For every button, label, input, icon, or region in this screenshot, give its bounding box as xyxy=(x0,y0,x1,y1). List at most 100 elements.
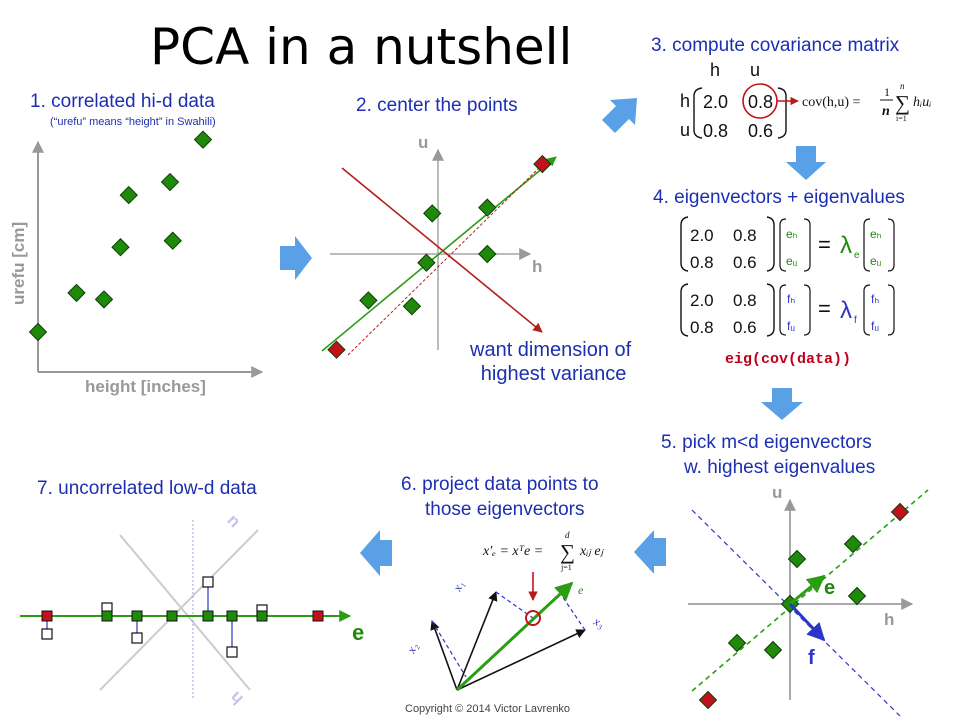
panel1-scatter: height [inches] urefu [cm] xyxy=(9,130,264,396)
p7-proj-point xyxy=(41,610,53,622)
eig-e-equals: = xyxy=(818,232,831,257)
step5-title-line1: 5. pick m<d eigenvectors xyxy=(661,432,872,453)
p5-points xyxy=(698,502,910,710)
eig-e-m11: 0.6 xyxy=(733,253,757,272)
cov-col-h: h xyxy=(710,60,720,80)
step1-title: 1. correlated hi-d data xyxy=(30,91,215,112)
eig-vec-e-u: eᵤ xyxy=(786,254,798,268)
eig-vec-e-h: eₕ xyxy=(786,227,798,241)
p1-data-point xyxy=(193,130,213,149)
p2-data-point xyxy=(417,253,436,272)
slide-title: PCA in a nutshell xyxy=(150,18,573,76)
eig-e-m10: 0.8 xyxy=(690,253,714,272)
proj-drop-x2 xyxy=(431,620,467,678)
p7-orig-point xyxy=(131,632,143,644)
cov-formula: cov(h,u) = 1 n n ∑ i=1 hᵢuᵢ xyxy=(802,81,931,123)
p5-label-f: f xyxy=(808,647,815,669)
proj-formula-sum-bottom: j=1 xyxy=(560,563,572,572)
eig-lambda-e-sub: e xyxy=(854,250,860,261)
eig-vec-e-h-right: eₕ xyxy=(870,227,882,241)
p2-red-dashed xyxy=(347,166,541,356)
p5-u-label: u xyxy=(772,483,782,502)
step2-title: 2. center the points xyxy=(356,95,518,116)
proj-formula-sigma: ∑ xyxy=(560,540,575,564)
p5-vector-f xyxy=(788,602,826,642)
p1-data-point xyxy=(28,322,48,342)
eig-f-m10: 0.8 xyxy=(690,318,714,337)
panel6-projection: x′ₑ = xᵀe = d ∑ j=1 xᵢⱼ eⱼ x₁ x₂ x₃ e xyxy=(404,530,606,692)
step7-title: 7. uncorrelated low-d data xyxy=(37,478,257,499)
p7-proj-point xyxy=(101,610,113,622)
proj-vector-x2 xyxy=(430,620,458,691)
p5-data-point xyxy=(727,633,747,653)
p1-data-point xyxy=(163,231,182,250)
eig-vec-e-u-right: eᵤ xyxy=(870,254,882,268)
p2-red-arrow xyxy=(341,167,543,333)
cov-formula-sum-top: n xyxy=(900,81,905,91)
arrow-2-to-3 xyxy=(602,98,637,133)
eig-f-m11: 0.6 xyxy=(733,318,757,337)
cov-formula-sum-bottom: i=1 xyxy=(896,114,907,123)
cov-m00: 2.0 xyxy=(703,92,728,112)
proj-drop-x3 xyxy=(557,589,586,631)
p7-proj-point xyxy=(256,610,268,622)
p5-h-label: h xyxy=(884,610,894,629)
step4-title: 4. eigenvectors + eigenvalues xyxy=(653,187,905,208)
proj-label-x3: x₃ xyxy=(591,614,606,631)
arrow-1-to-2 xyxy=(280,236,312,280)
cov-formula-num: 1 xyxy=(884,85,890,99)
p5-data-point xyxy=(890,502,910,522)
proj-vector-x3 xyxy=(456,629,586,691)
cov-formula-sigma: ∑ xyxy=(895,91,910,115)
p5-data-point xyxy=(843,534,863,554)
step2-annotation: want dimension of highest variance xyxy=(470,338,631,386)
p7-orig-point xyxy=(41,628,53,640)
panel3-covariance: h u h u 2.0 0.8 0.8 0.6 cov(h,u) = 1 n n… xyxy=(680,60,931,141)
p7-orig-point xyxy=(202,576,214,588)
p2-points xyxy=(327,154,552,359)
p2-data-point xyxy=(478,198,497,217)
p7-proj-point xyxy=(226,610,238,622)
arrow-3-to-4 xyxy=(786,146,826,180)
flow-arrows xyxy=(280,98,826,576)
p7-projected-points xyxy=(41,610,324,622)
p2-data-point xyxy=(327,340,346,359)
cov-formula-term: hᵢuᵢ xyxy=(913,95,931,110)
p5-label-e: e xyxy=(824,577,835,599)
cov-m01: 0.8 xyxy=(748,92,773,112)
proj-label-e: e xyxy=(578,583,584,597)
step3-title: 3. compute covariance matrix xyxy=(651,35,900,56)
p2-data-point xyxy=(402,297,422,316)
eig-e-m00: 2.0 xyxy=(690,226,714,245)
eig-f-m00: 2.0 xyxy=(690,291,714,310)
eig-vec-f-u-right: fᵤ xyxy=(871,319,879,333)
p2-data-point xyxy=(423,204,442,223)
arrow-4-to-5 xyxy=(761,388,803,420)
p1-data-point xyxy=(119,185,138,205)
cov-bracket-left xyxy=(693,87,703,139)
p2-data-point xyxy=(478,244,497,264)
cov-m10: 0.8 xyxy=(703,121,728,141)
eig-lambda-e: λ xyxy=(840,232,852,259)
p5-data-point xyxy=(847,586,867,606)
p5-data-point xyxy=(763,640,783,660)
proj-formula-sum-top: d xyxy=(565,530,570,540)
p7-h-label: h xyxy=(226,688,247,709)
proj-formula: x′ₑ = xᵀe = d ∑ j=1 xᵢⱼ eⱼ xyxy=(482,530,605,572)
p1-data-point xyxy=(67,283,86,303)
eig-vec-f-u: fᵤ xyxy=(787,319,795,333)
eig-e-m01: 0.8 xyxy=(733,226,757,245)
step2-annotation-line1: want dimension of xyxy=(470,339,632,361)
proj-vector-x1 xyxy=(456,591,498,691)
cov-bracket-right xyxy=(777,87,787,139)
p7-proj-point xyxy=(202,610,214,622)
p7-u-label: u xyxy=(222,512,243,533)
cov-row-h: h xyxy=(680,91,690,111)
proj-formula-lhs: x′ₑ = xᵀe = xyxy=(482,544,543,559)
p1-data-point xyxy=(111,238,130,257)
p5-blue-dashed xyxy=(691,509,901,717)
cov-m11: 0.6 xyxy=(748,121,773,141)
p2-h-label: h xyxy=(532,257,542,276)
eig-vec-f-h: fₕ xyxy=(787,292,795,306)
